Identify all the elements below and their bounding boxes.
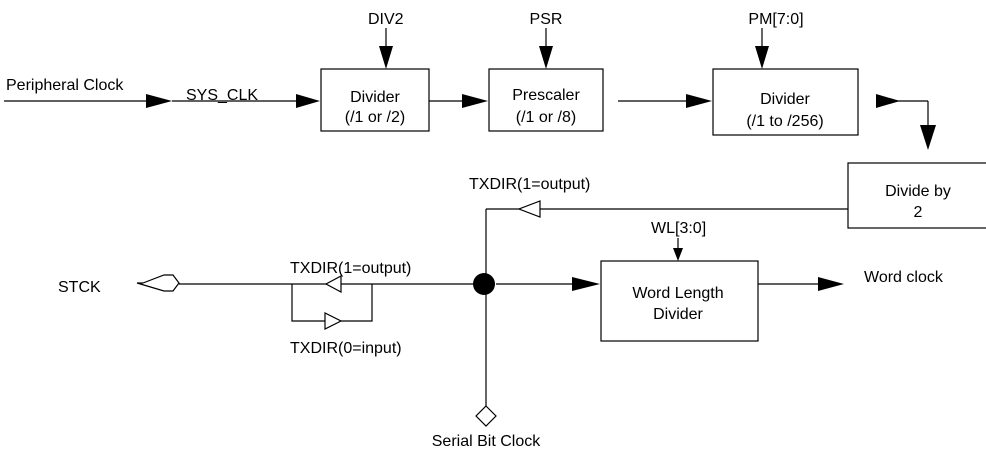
word-length-divider-block (600, 260, 759, 342)
prescaler-title: Prescaler (512, 87, 580, 104)
input-buffer-loop-wire (291, 284, 373, 322)
div2-arrow (379, 46, 393, 69)
sys-clk-arrow (296, 94, 320, 108)
psr-label: PSR (530, 11, 563, 28)
peripheral-clock-label: Peripheral Clock (6, 77, 124, 94)
div2-label: DIV2 (368, 11, 404, 28)
word-clock-label: Word clock (864, 269, 944, 286)
stck-label: STCK (58, 279, 101, 296)
txdir-output-buffer (324, 275, 342, 293)
prescaler-to-divider2-arrow (686, 94, 712, 108)
prescaler-block (488, 68, 604, 132)
divider-block-1 (320, 68, 430, 132)
prescaler-range: (/1 or /8) (516, 109, 576, 126)
divider2-output-arrow (876, 94, 900, 108)
txdir-input-buffer (324, 312, 343, 330)
word-length-line2: Divider (653, 306, 703, 323)
psr-arrow (539, 46, 553, 69)
serial-bit-clock-label: Serial Bit Clock (432, 433, 541, 450)
divider-block-2 (712, 68, 859, 136)
stck-port-icon (136, 274, 180, 292)
junction-node (473, 273, 495, 295)
sys-clk-label: SYS_CLK (186, 87, 258, 104)
wl-arrow (673, 248, 683, 261)
txdir-output-label: TXDIR(1=output) (290, 260, 411, 277)
txdir-top-label: TXDIR(1=output) (469, 176, 590, 193)
divide-by-2-block (847, 162, 986, 229)
divider-1-range: (/1 or /2) (345, 109, 405, 126)
divider-2-title: Divider (760, 91, 810, 108)
txdir-top-buffer (517, 200, 541, 218)
divider1-to-prescaler-arrow (462, 94, 488, 108)
junction-to-word-length-arrow (572, 277, 600, 291)
txdir-input-label: TXDIR(0=input) (290, 340, 402, 357)
pm-arrow (755, 46, 769, 69)
divide-by-2-line1: Divide by (885, 183, 951, 200)
divider-2-range: (/1 to /256) (746, 113, 823, 130)
pm-label: PM[7:0] (748, 11, 803, 28)
divider2-down-arrow (920, 125, 936, 150)
serial-bit-clock-port-icon (475, 405, 497, 427)
word-length-line1: Word Length (632, 285, 723, 302)
word-clock-arrow (818, 277, 844, 291)
divide-by-2-line2: 2 (914, 204, 923, 221)
divider-1-title: Divider (350, 89, 400, 106)
wl-label: WL[3:0] (651, 220, 706, 237)
peripheral-clock-arrow (146, 94, 172, 108)
